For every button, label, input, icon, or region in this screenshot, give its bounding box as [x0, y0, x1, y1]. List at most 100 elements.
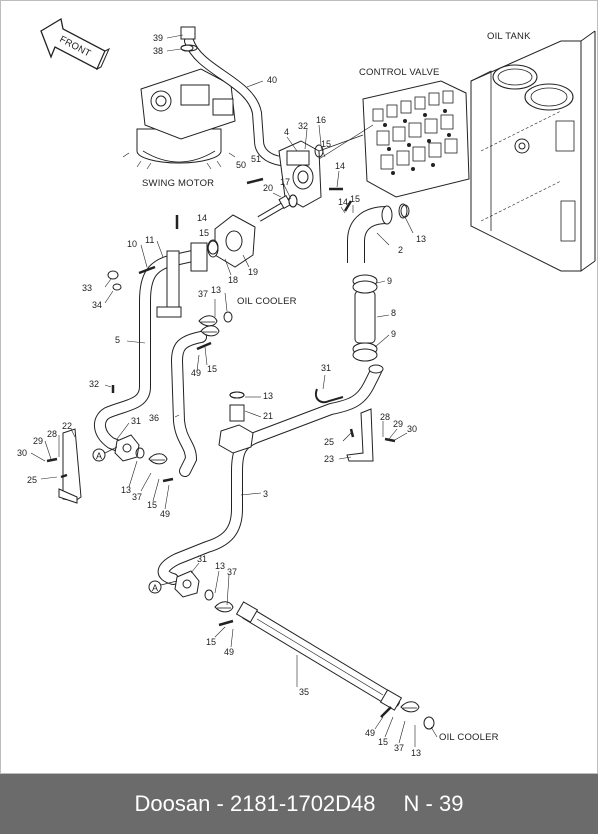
part-number: 15 [206, 637, 216, 647]
part-number: 37 [227, 567, 237, 577]
clamp-37a [198, 315, 218, 327]
part-number: 30 [17, 448, 27, 458]
control-valve [362, 80, 470, 198]
part-number: 9 [391, 329, 396, 339]
part-number: 37 [394, 743, 404, 753]
part-number: 13 [411, 748, 421, 758]
part-number: 40 [267, 75, 277, 85]
part-number: 15 [350, 194, 360, 204]
diagram-frame: FRONT OIL TANK [0, 0, 598, 774]
part-number: 34 [92, 300, 102, 310]
part-number: 21 [263, 411, 273, 421]
flange-19 [190, 214, 256, 272]
oil-tank-label: OIL TANK [487, 31, 531, 42]
part-number: 13 [121, 485, 131, 495]
part-number: 25 [27, 475, 37, 485]
oil-cooler-top-label: OIL COOLER [237, 296, 297, 307]
footer-bar: Doosan - 2181-1702D48 N - 39 [0, 774, 598, 834]
part-number: 13 [263, 391, 273, 401]
adapter-21 [218, 391, 254, 454]
part-number: 4 [284, 127, 289, 137]
hydraulic-piping-diagram: FRONT OIL TANK [17, 17, 596, 758]
bracket-23 [346, 408, 374, 462]
flange-31c [174, 570, 200, 598]
part-number: 38 [153, 46, 163, 56]
part-number: 15 [321, 139, 331, 149]
part-number: 10 [127, 239, 137, 249]
footer-separator: - [210, 791, 230, 816]
part-number: 28 [380, 412, 390, 422]
elbow-pipe-2 [347, 203, 408, 263]
svg-text:A: A [96, 451, 102, 461]
part-number: 20 [263, 183, 273, 193]
part-number: 32 [298, 121, 308, 131]
part-number: 49 [160, 509, 170, 519]
pipe-36 [170, 331, 207, 477]
part-number: 51 [251, 154, 261, 164]
part-number: 5 [115, 335, 120, 345]
part-number: 31 [131, 416, 141, 426]
part-number: 13 [215, 561, 225, 571]
part-number: 13 [211, 285, 221, 295]
part-number: 13 [416, 234, 426, 244]
bolts [46, 177, 396, 718]
pipe-3 [157, 364, 384, 585]
connection-mark-a-1: A [92, 446, 118, 462]
part-number: 49 [191, 368, 201, 378]
part-number: 8 [391, 308, 396, 318]
page-number: N - 39 [403, 791, 464, 816]
front-arrow-icon: FRONT [40, 17, 111, 71]
part-number: 28 [47, 429, 57, 439]
oil-cooler-bottom-label: OIL COOLER [439, 732, 499, 743]
part-number: 17 [280, 177, 290, 187]
part-number: 50 [236, 160, 246, 170]
part-number: 39 [153, 33, 163, 43]
part-number: 32 [89, 379, 99, 389]
part-number: 9 [387, 276, 392, 286]
part-number: 14 [335, 161, 345, 171]
part-number: 29 [33, 436, 43, 446]
hose-8 [352, 274, 378, 362]
oil-tank [470, 30, 596, 272]
part-number: 49 [365, 728, 375, 738]
part-number: 25 [324, 437, 334, 447]
clamp-37d [400, 701, 420, 713]
part-number: 37 [132, 492, 142, 502]
part-number: 18 [228, 275, 238, 285]
swing-motor-label: SWING MOTOR [142, 178, 214, 189]
part-number-labels: 39 38 40 32 16 4 15 14 50 51 17 20 14 15… [17, 33, 426, 758]
flange-31a [114, 434, 140, 462]
pipe-5 [94, 249, 203, 453]
clamp-37b [148, 453, 168, 465]
part-number: 2 [398, 245, 403, 255]
part-number: 11 [145, 235, 154, 245]
swing-motor [122, 68, 236, 170]
svg-text:A: A [152, 583, 158, 593]
part-number: 36 [149, 413, 159, 423]
part-number: 16 [316, 115, 326, 125]
part-number: 15 [199, 228, 209, 238]
part-number: 31 [197, 554, 207, 564]
part-number: 15 [378, 737, 388, 747]
part-number: 15 [147, 500, 157, 510]
part-number: 23 [324, 454, 334, 464]
part-code: 2181-1702D48 [229, 791, 376, 816]
part-number: 29 [393, 419, 403, 429]
clamp-37c [214, 601, 234, 613]
part-number: 19 [248, 267, 258, 277]
brand-name: Doosan [134, 791, 211, 816]
part-number: 31 [321, 363, 331, 373]
part-number: 49 [224, 647, 234, 657]
leader-lines [30, 34, 438, 747]
part-number: 3 [263, 489, 268, 499]
fitting-33 [107, 270, 122, 291]
control-valve-label: CONTROL VALVE [359, 67, 440, 78]
connector-block-4 [278, 134, 364, 208]
part-number: 30 [407, 424, 417, 434]
part-number: 22 [62, 421, 72, 431]
u-bolt-31 [315, 388, 344, 404]
part-number: 35 [299, 687, 309, 697]
hose-35 [235, 601, 403, 711]
connection-mark-a-2: A [148, 580, 178, 594]
part-number: 14 [197, 213, 207, 223]
